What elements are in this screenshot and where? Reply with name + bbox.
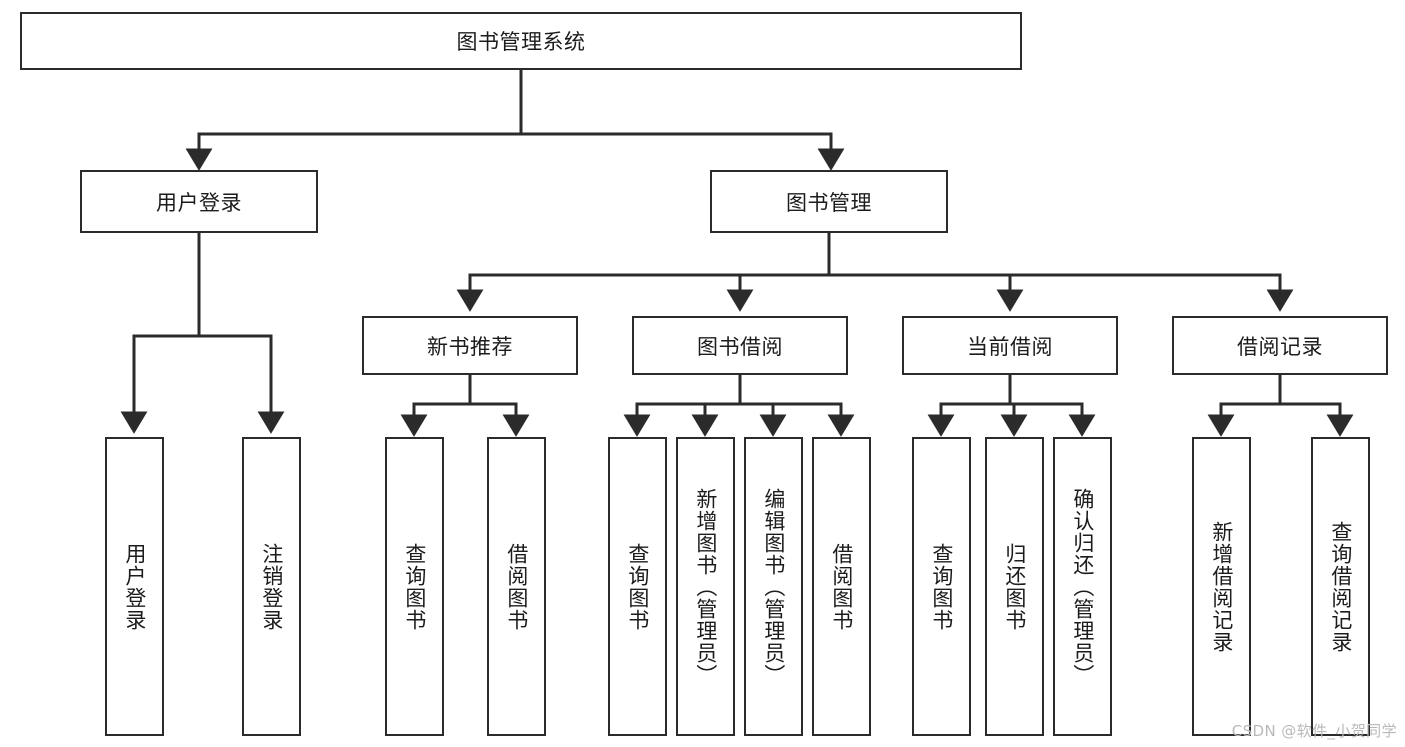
node-label: 查询借阅记录	[1328, 520, 1353, 653]
node-label: 归还图书	[1002, 542, 1027, 631]
leaf-edit-book-admin[interactable]: 编辑图书（管理员）	[744, 437, 803, 736]
leaf-add-book-admin[interactable]: 新增图书（管理员）	[676, 437, 735, 736]
node-label: 用户登录	[122, 542, 147, 631]
node-label: 图书管理	[786, 190, 872, 215]
node-new-book-recommendation[interactable]: 新书推荐	[362, 316, 578, 375]
node-label: 借阅图书	[504, 542, 529, 631]
leaf-borrow-book-borrowing[interactable]: 借阅图书	[812, 437, 871, 736]
node-label: 新增借阅记录	[1209, 520, 1234, 653]
leaf-query-book-newbook[interactable]: 查询图书	[385, 437, 444, 736]
node-label: 借阅图书	[829, 542, 854, 631]
node-label: 用户登录	[156, 190, 242, 215]
node-book-borrowing[interactable]: 图书借阅	[632, 316, 848, 375]
node-current-borrowing[interactable]: 当前借阅	[902, 316, 1118, 375]
node-label: 查询图书	[625, 542, 650, 631]
leaf-confirm-return-admin[interactable]: 确认归还（管理员）	[1053, 437, 1112, 736]
node-label: 编辑图书（管理员）	[761, 487, 786, 686]
leaf-return-book[interactable]: 归还图书	[985, 437, 1044, 736]
leaf-add-borrow-record[interactable]: 新增借阅记录	[1192, 437, 1251, 736]
node-label: 借阅记录	[1237, 334, 1323, 359]
leaf-query-borrow-record[interactable]: 查询借阅记录	[1311, 437, 1370, 736]
leaf-logout[interactable]: 注销登录	[242, 437, 301, 736]
node-user-login[interactable]: 用户登录	[80, 170, 318, 233]
node-label: 当前借阅	[967, 334, 1053, 359]
node-label: 注销登录	[259, 542, 284, 631]
node-label: 确认归还（管理员）	[1070, 487, 1095, 686]
leaf-user-login[interactable]: 用户登录	[105, 437, 164, 736]
node-label: 新书推荐	[427, 334, 513, 359]
node-root-book-management-system[interactable]: 图书管理系统	[20, 12, 1022, 70]
node-label: 图书借阅	[697, 334, 783, 359]
leaf-query-book-borrowing[interactable]: 查询图书	[608, 437, 667, 736]
leaf-borrow-book-newbook[interactable]: 借阅图书	[487, 437, 546, 736]
node-label: 图书管理系统	[456, 30, 586, 54]
node-label: 查询图书	[402, 542, 427, 631]
node-borrowing-record[interactable]: 借阅记录	[1172, 316, 1388, 375]
node-book-management[interactable]: 图书管理	[710, 170, 948, 233]
watermark-text: CSDN @软件_小贺同学	[1231, 722, 1397, 740]
node-label: 新增图书（管理员）	[693, 487, 718, 686]
node-label: 查询图书	[929, 542, 954, 631]
leaf-query-book-current[interactable]: 查询图书	[912, 437, 971, 736]
